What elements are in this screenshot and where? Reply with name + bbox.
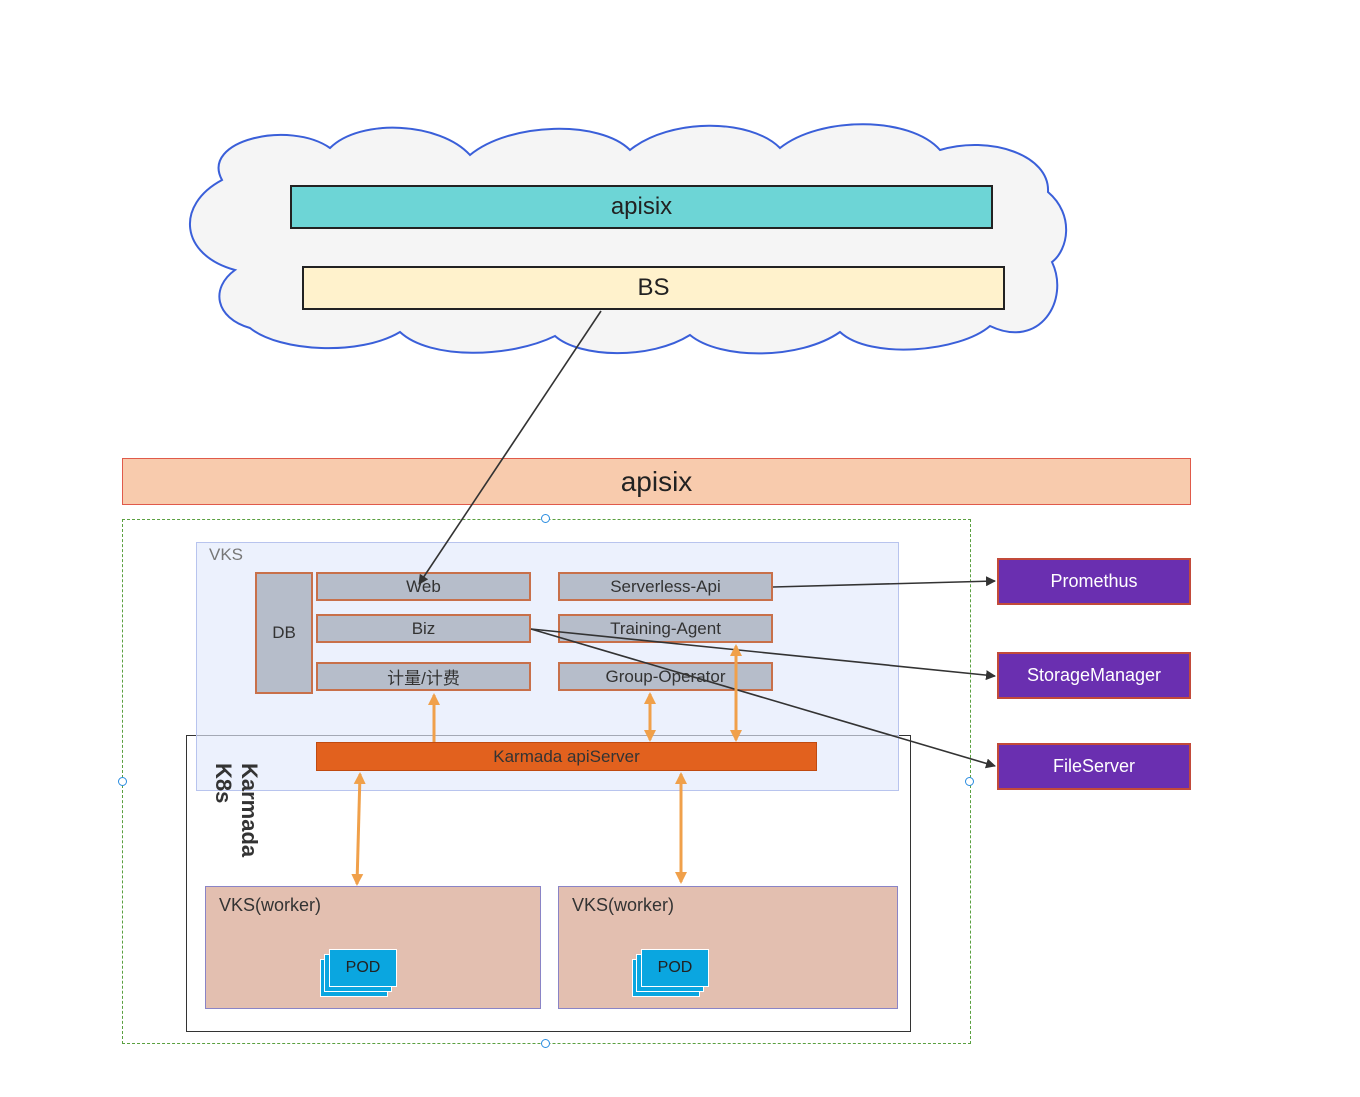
web-service[interactable]: Web (316, 572, 531, 601)
pod-label-2: POD (657, 959, 693, 976)
karmada-apiserver-label: Karmada apiServer (493, 746, 640, 766)
file-server-label: FileServer (1052, 756, 1136, 776)
promethus-box[interactable]: Promethus (997, 558, 1191, 605)
web-label: Web (406, 576, 441, 596)
pod-box-2[interactable]: POD (641, 949, 709, 987)
cloud-apisix-bar[interactable]: apisix (290, 185, 993, 229)
cloud-outline (188, 123, 1068, 355)
vks-title: VKS (209, 545, 244, 564)
resize-handle-bottom[interactable] (541, 1039, 550, 1048)
billing-service[interactable]: 计量/计费 (316, 662, 531, 691)
gateway-apisix-label: apisix (620, 465, 693, 497)
storage-manager-box[interactable]: StorageManager (997, 652, 1191, 699)
serverless-api-label: Serverless-Api (610, 576, 721, 596)
pod-label-1: POD (345, 959, 381, 976)
worker-box-1[interactable]: VKS(worker) POD (205, 886, 541, 1009)
billing-label: 计量/计费 (387, 669, 460, 688)
db-label: DB (272, 623, 296, 642)
bs-bar[interactable]: BS (302, 266, 1005, 310)
gateway-apisix-bar[interactable]: apisix (122, 458, 1191, 505)
biz-service[interactable]: Biz (316, 614, 531, 643)
resize-handle-top[interactable] (541, 514, 550, 523)
biz-label: Biz (411, 618, 436, 638)
serverless-api-service[interactable]: Serverless-Api (558, 572, 773, 601)
karmada-title: Karmada K8s (211, 763, 262, 858)
worker-label-2: VKS(worker) (572, 895, 675, 915)
resize-handle-right[interactable] (965, 777, 974, 786)
training-agent-label: Training-Agent (610, 618, 721, 638)
resize-handle-left[interactable] (118, 777, 127, 786)
file-server-box[interactable]: FileServer (997, 743, 1191, 790)
training-agent-service[interactable]: Training-Agent (558, 614, 773, 643)
cloud-apisix-label: apisix (610, 193, 673, 220)
worker-box-2[interactable]: VKS(worker) POD (558, 886, 898, 1009)
storage-manager-label: StorageManager (1026, 665, 1162, 685)
bs-label: BS (637, 274, 670, 301)
worker-label-1: VKS(worker) (219, 895, 322, 915)
db-box[interactable]: DB (255, 572, 313, 694)
promethus-label: Promethus (1050, 571, 1138, 591)
pod-box-1[interactable]: POD (329, 949, 397, 987)
karmada-apiserver[interactable]: Karmada apiServer (316, 742, 817, 771)
group-operator-service[interactable]: Group-Operator (558, 662, 773, 691)
group-operator-label: Group-Operator (605, 666, 726, 686)
